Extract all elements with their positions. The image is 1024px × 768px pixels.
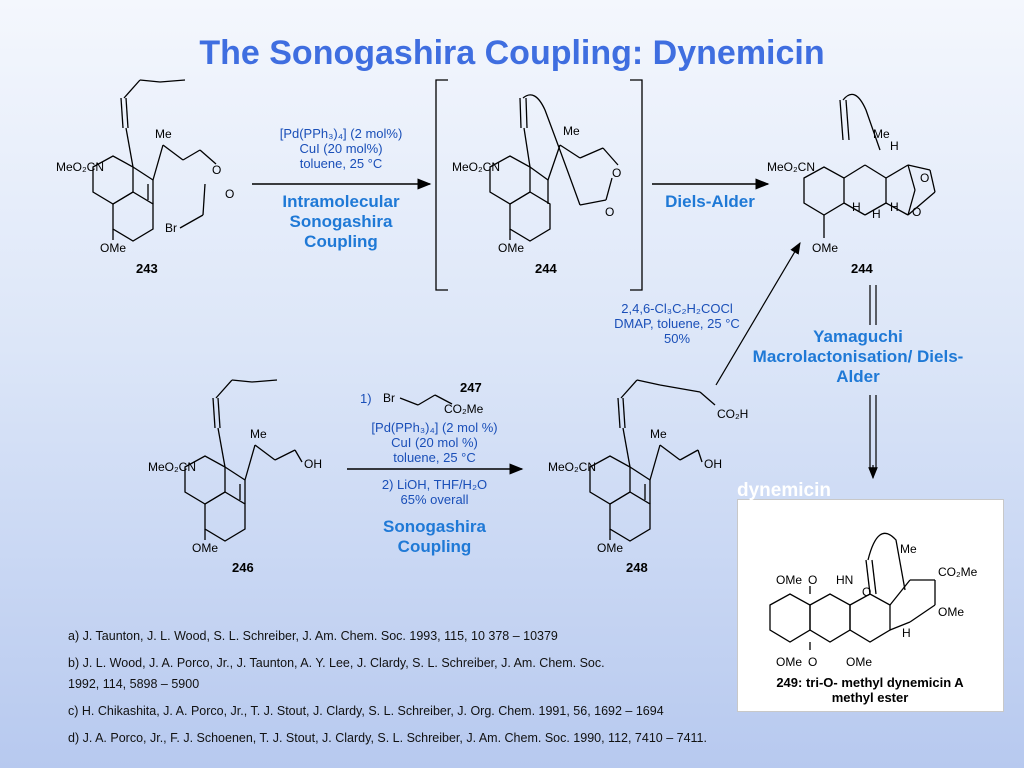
atom-label: Me [900, 542, 917, 556]
dynemicin-caption: 249: tri-O- methyl dynemicin A methyl es… [776, 675, 964, 705]
atom-label: O [912, 205, 921, 219]
compound-label-247: 247 [460, 380, 482, 395]
reference-b-cont: 1992, 114, 5898 – 5900 [68, 677, 200, 691]
compound-label-243: 243 [136, 261, 158, 276]
step3-name: Yamaguchi Macrolactonisation/ Diels-Alde… [752, 327, 964, 386]
atom-label: Me [155, 127, 172, 141]
atom-label: OMe [846, 655, 872, 669]
atom-label: Br [165, 221, 177, 235]
reference-a: a) J. Taunton, J. L. Wood, S. L. Schreib… [68, 629, 558, 643]
structure-246 [184, 379, 303, 542]
atom-label: CO₂H [717, 407, 748, 421]
atom-label: O [808, 655, 817, 669]
reference-d: d) J. A. Porco, Jr., F. J. Schoenen, T. … [68, 731, 707, 745]
compound-label-244-adduct: 244 [851, 261, 873, 276]
step4-conditions: [Pd(PPh₃)₄] (2 mol %) CuI (20 mol %) tol… [371, 420, 498, 507]
structure-244-adduct [803, 93, 936, 238]
atom-label: OMe [938, 605, 964, 619]
atom-label: H [852, 200, 861, 214]
atom-label: OMe [597, 541, 623, 555]
atom-label: Me [650, 427, 667, 441]
atom-label: H [872, 207, 881, 221]
step2-name: Diels-Alder [665, 192, 755, 211]
atom-label: MeO₂CN [767, 160, 815, 174]
atom-label: O [212, 163, 221, 177]
page-title: The Sonogashira Coupling: Dynemicin [199, 34, 825, 72]
step4-number: 1) [360, 391, 372, 406]
reference-b: b) J. L. Wood, J. A. Porco, Jr., J. Taun… [68, 656, 605, 670]
atom-label: MeO₂CN [148, 460, 196, 474]
atom-label: Me [563, 124, 580, 138]
atom-label: O [808, 573, 817, 587]
atom-label: O [862, 585, 871, 599]
compound-label-244: 244 [535, 261, 557, 276]
atom-label: OMe [776, 573, 802, 587]
atom-label: O [605, 205, 614, 219]
dynemicin-title: dynemicin [737, 480, 831, 501]
step4-name: Sonogashira Coupling [383, 517, 486, 556]
atom-label: O [612, 166, 621, 180]
atom-label: O [225, 187, 234, 201]
atom-label: OMe [776, 655, 802, 669]
atom-label: OMe [812, 241, 838, 255]
atom-label: HN [836, 573, 853, 587]
atom-label: Me [250, 427, 267, 441]
atom-label: H [902, 626, 911, 640]
atom-label: Me [873, 127, 890, 141]
atom-label: MeO₂CN [548, 460, 596, 474]
structure-243 [92, 79, 217, 242]
atom-label: O [920, 171, 929, 185]
atom-label: OMe [192, 541, 218, 555]
step1-name: Intramolecular Sonogashira Coupling [282, 192, 400, 251]
atom-label: OH [304, 457, 322, 471]
step1-conditions: [Pd(PPh₃)₄] (2 mol%) CuI (20 mol%) tolue… [279, 126, 403, 171]
atom-label: CO₂Me [444, 402, 484, 416]
compound-label-248: 248 [626, 560, 648, 575]
atom-label: H [890, 200, 899, 214]
arrow-step3 [715, 241, 801, 386]
atom-label: H [890, 139, 899, 153]
atom-label: MeO₂CN [56, 160, 104, 174]
structure-247 [399, 394, 453, 406]
reference-c: c) H. Chikashita, J. A. Porco, Jr., T. J… [68, 704, 664, 718]
references: a) J. Taunton, J. L. Wood, S. L. Schreib… [68, 626, 768, 755]
atom-label: Br [383, 391, 395, 405]
dynemicin-panel [737, 499, 1004, 712]
step3-conditions: 2,4,6-Cl₃C₂H₂COCl DMAP, toluene, 25 °C 5… [614, 301, 740, 346]
atom-label: OH [704, 457, 722, 471]
atom-label: OMe [100, 241, 126, 255]
structure-244-lactone [489, 94, 619, 242]
atom-label: MeO₂CN [452, 160, 500, 174]
compound-label-246: 246 [232, 560, 254, 575]
structure-248 [589, 379, 716, 542]
atom-label: OMe [498, 241, 524, 255]
atom-label: CO₂Me [938, 565, 978, 579]
